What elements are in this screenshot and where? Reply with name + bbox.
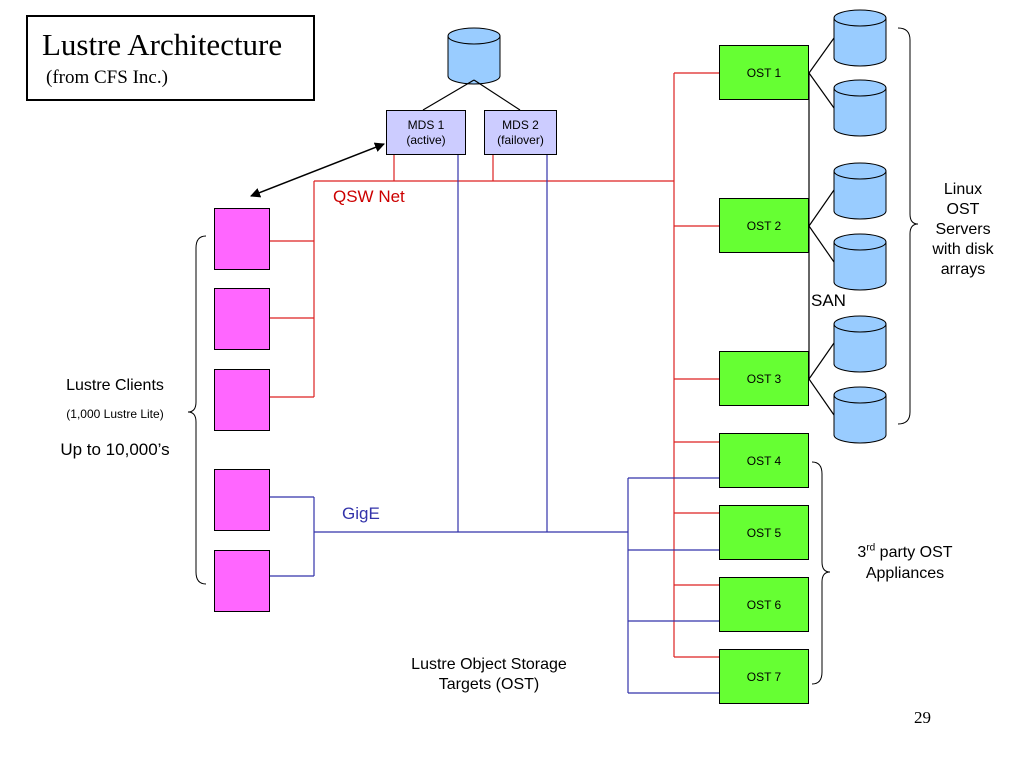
linux-ost-line: arrays <box>940 261 986 278</box>
clients-sublabel: (1,000 Lustre Lite) <box>66 407 164 421</box>
gige-label: GigE <box>342 504 380 523</box>
linux-ost-brace <box>897 27 919 425</box>
mds1-node: MDS 1 (active) <box>386 110 466 155</box>
ost1-node: OST 1 <box>719 45 809 100</box>
qsw-net-label: QSW Net <box>333 187 405 206</box>
linux-ost-line: OST <box>946 201 980 218</box>
client-node <box>214 469 270 531</box>
client-node <box>214 550 270 612</box>
client-node <box>214 369 270 431</box>
ost-caption: Lustre Object Storage Targets (OST) <box>380 655 598 695</box>
linux-ost-line: Linux <box>943 181 983 198</box>
mds2-name: MDS 2 <box>502 117 539 132</box>
linux-ost-label: Linux OST Servers with disk arrays <box>918 180 1008 280</box>
third-party-label: 3rd party OST Appliances <box>830 542 980 584</box>
ost7-label: OST 7 <box>746 669 782 684</box>
third-party-line1: 3rd party OST <box>830 542 980 563</box>
mds-disk-icon <box>447 27 501 85</box>
ost4-label: OST 4 <box>746 453 782 468</box>
ost-caption-line2: Targets (OST) <box>438 676 540 693</box>
client-mds-arrow <box>250 142 385 198</box>
third-party-line2: Appliances <box>865 565 945 582</box>
ost2-node: OST 2 <box>719 198 809 253</box>
mds2-status: (failover) <box>497 132 544 147</box>
page-number: 29 <box>914 708 931 727</box>
san-links <box>808 37 835 416</box>
ost7-node: OST 7 <box>719 649 809 704</box>
disk-icon <box>833 233 887 291</box>
ost6-node: OST 6 <box>719 577 809 632</box>
disk-icon <box>833 79 887 137</box>
clients-brace <box>187 235 207 585</box>
linux-ost-line: with disk <box>932 241 994 258</box>
disk-icon <box>833 386 887 444</box>
client-node <box>214 288 270 350</box>
ost6-label: OST 6 <box>746 597 782 612</box>
slide-subtitle: (from CFS Inc.) <box>46 67 168 88</box>
mds2-node: MDS 2 (failover) <box>484 110 557 155</box>
ost3-node: OST 3 <box>719 351 809 406</box>
linux-ost-line: Servers <box>935 221 991 238</box>
mds1-name: MDS 1 <box>407 117 445 132</box>
ost1-label: OST 1 <box>746 65 782 80</box>
mds2-disk-link <box>473 79 521 111</box>
slide-title: Lustre Architecture <box>42 27 283 62</box>
ost-caption-line1: Lustre Object Storage <box>411 656 567 673</box>
gige-lines <box>270 155 719 694</box>
third-party-suffix: party OST <box>875 544 953 561</box>
disk-icon <box>833 162 887 220</box>
clients-scale-label: Up to 10,000’s <box>60 440 170 459</box>
ost5-node: OST 5 <box>719 505 809 560</box>
san-label: SAN <box>811 291 846 310</box>
third-party-brace <box>811 461 831 685</box>
title-box: Lustre Architecture (from CFS Inc.) <box>26 15 315 101</box>
disk-icon <box>833 9 887 67</box>
third-party-sup: rd <box>866 542 876 554</box>
third-party-prefix: 3 <box>857 544 867 561</box>
ost3-label: OST 3 <box>746 371 782 386</box>
qsw-net-lines <box>270 72 719 658</box>
mds1-status: (active) <box>406 132 446 147</box>
client-node <box>214 208 270 270</box>
ost2-label: OST 2 <box>746 218 782 233</box>
mds1-disk-link <box>422 79 475 111</box>
disk-icon <box>833 315 887 373</box>
ost4-node: OST 4 <box>719 433 809 488</box>
ost5-label: OST 5 <box>746 525 782 540</box>
clients-label: Lustre Clients <box>66 377 164 394</box>
